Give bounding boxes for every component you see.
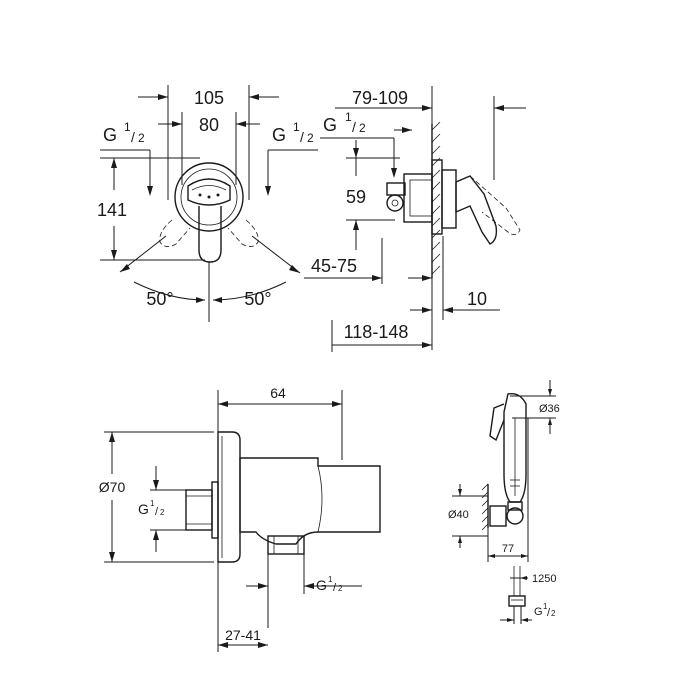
wall-hatching	[431, 121, 441, 275]
angle-right: 50°	[244, 289, 271, 309]
front-view: 105 80 G 1 / 2 G 1 / 2 141	[97, 85, 318, 322]
dim-79-109: 79-109	[352, 88, 408, 108]
dim-59: 59	[346, 187, 366, 207]
lever-handle	[198, 206, 222, 263]
hose-thread-den: 2	[551, 609, 556, 618]
dim-45-75: 45-75	[311, 256, 357, 276]
connector-outlet	[267, 535, 305, 555]
conn-thread-bottom-den: 2	[338, 584, 343, 593]
thread-left-g: G	[103, 125, 117, 145]
conn-thread-left-den: 2	[160, 508, 165, 517]
dim-105: 105	[194, 88, 224, 108]
connector-plate	[217, 431, 241, 563]
thread-left-num: 1	[124, 120, 131, 134]
thread-right-num: 1	[293, 120, 300, 134]
thread-left-den: 2	[138, 131, 145, 145]
side-thread-den: 2	[359, 121, 366, 135]
dim-118-148: 118-148	[344, 322, 409, 342]
side-view: 79-109 G 1 / 2 59	[304, 86, 526, 352]
dim-40: Ø40	[448, 509, 469, 521]
conn-thread-bottom-g: G	[316, 577, 327, 593]
handshower-trigger	[489, 403, 505, 442]
side-thread-slash: /	[352, 119, 356, 135]
side-thread-g: G	[323, 115, 337, 135]
hose-thread-slash: /	[547, 607, 551, 619]
dim-77: 77	[502, 543, 514, 555]
handshower-head	[503, 393, 527, 503]
conn-thread-left-g: G	[138, 501, 149, 517]
dim-80: 80	[199, 115, 219, 135]
dim-10: 10	[467, 289, 487, 309]
conn-thread-left-slash: /	[155, 506, 159, 518]
hose-thread-num: 1	[543, 602, 548, 611]
conn-thread-bottom-num: 1	[328, 575, 333, 584]
hose-nut	[508, 595, 526, 607]
dim-27-41: 27-41	[225, 627, 261, 643]
connector-body	[239, 457, 381, 545]
connector-view: 64 Ø70 G 1 / 2	[99, 385, 381, 652]
dim-1250: 1250	[532, 573, 556, 585]
thread-right-slash: /	[300, 129, 304, 145]
thread-left-slash: /	[131, 129, 135, 145]
hose-thread-g: G	[534, 606, 543, 618]
dim-36: Ø36	[539, 403, 560, 415]
conn-thread-bottom-slash: /	[333, 582, 337, 594]
escutcheon-plate	[174, 162, 244, 232]
side-outlet	[386, 194, 404, 212]
angle-left: 50°	[146, 289, 173, 309]
dim-141: 141	[97, 200, 127, 220]
conn-thread-left-num: 1	[150, 499, 155, 508]
dim-70: Ø70	[99, 479, 126, 495]
side-thread-num: 1	[345, 110, 352, 124]
handshower-holder	[506, 507, 524, 525]
lever-head	[187, 178, 231, 206]
thread-right-den: 2	[307, 131, 314, 145]
side-lever	[455, 175, 498, 245]
handshower-view: Ø36 Ø40 77	[448, 380, 560, 624]
thread-right-g: G	[272, 125, 286, 145]
dim-64: 64	[270, 385, 286, 401]
